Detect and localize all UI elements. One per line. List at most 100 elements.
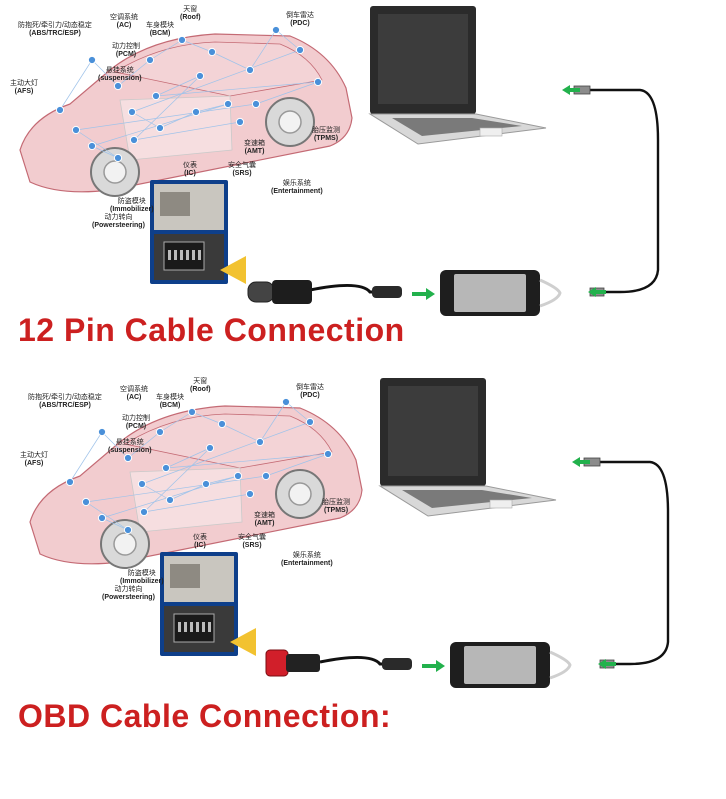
green-arrow-left-icon	[562, 85, 580, 95]
system-label-cn: 防抱死/牵引力/动态稳定	[18, 22, 92, 29]
port-pin	[192, 250, 195, 260]
port-pin	[202, 622, 205, 632]
network-line	[181, 39, 213, 53]
diagnostic-port-photo	[160, 552, 256, 656]
port-pin	[174, 250, 177, 260]
system-label: 安全气囊(SRS)	[228, 162, 256, 178]
network-line	[259, 401, 287, 443]
system-label: 防盗模块(Immobilizer)	[110, 198, 154, 214]
front-wheel-hub	[103, 160, 127, 184]
system-label: 娱乐系统(Entertainment)	[271, 180, 323, 196]
ecu-node	[245, 65, 255, 75]
green-arrow-left-icon	[598, 659, 616, 669]
system-label: 仪表(IC)	[183, 162, 197, 178]
device-hook	[549, 650, 572, 680]
ecu-node	[123, 453, 133, 463]
green-arrow-left-icon	[588, 287, 606, 297]
ecu-node	[87, 141, 97, 151]
network-line	[159, 411, 193, 433]
system-label-cn: 防抱死/牵引力/动态稳定	[28, 394, 102, 401]
system-label-cn: 主动大灯	[20, 452, 48, 459]
cable-plug-device	[382, 658, 412, 670]
ecu-node	[55, 105, 65, 115]
car-illustration	[19, 25, 353, 197]
ecu-node	[217, 419, 227, 429]
ecu-node	[251, 99, 261, 109]
rear-wheel-hub	[278, 110, 302, 134]
system-label-cn: 悬挂系统	[105, 67, 134, 74]
system-label-en: (SRS)	[242, 542, 262, 549]
usb-cable	[598, 460, 670, 666]
port-pin	[180, 250, 183, 260]
system-label-en: (AC)	[126, 394, 142, 401]
ecu-node	[271, 25, 281, 35]
system-label-cn: 动力控制	[122, 415, 150, 422]
network-line	[75, 129, 119, 159]
laptop-screen	[378, 14, 468, 104]
system-label-cn: 胎压监测	[322, 499, 350, 506]
laptop	[378, 378, 557, 517]
ecu-node	[201, 479, 211, 489]
car-illustration	[29, 397, 363, 569]
port-pin	[168, 250, 171, 260]
laptop-touchpad	[489, 499, 513, 509]
port-pin	[198, 250, 201, 260]
ecu-node	[187, 407, 197, 417]
system-label: 防抱死/牵引力/动态稳定(ABS/TRC/ESP)	[28, 394, 102, 410]
system-label: 防抱死/牵引力/动态稳定(ABS/TRC/ESP)	[18, 22, 92, 38]
system-label-cn: 变速箱	[254, 512, 275, 519]
connection-caption: OBD Cable Connection:	[18, 698, 392, 734]
ecu-node	[195, 71, 205, 81]
network-line	[75, 103, 257, 131]
system-label: 变速箱(AMT)	[254, 512, 275, 528]
network-line	[141, 421, 311, 485]
vehicle-cable	[319, 655, 402, 666]
connection-caption: 12 Pin Cable Connection	[18, 312, 405, 348]
ecu-node	[127, 107, 137, 117]
ecu-node	[207, 47, 217, 57]
car-interior	[119, 95, 233, 161]
diagnostic-interface	[440, 270, 562, 316]
network-line	[133, 75, 201, 141]
ecu-node	[81, 497, 91, 507]
system-label: 安全气囊(SRS)	[238, 534, 266, 550]
system-label-en: (PCM)	[115, 51, 137, 58]
system-label: 主动大灯(AFS)	[10, 80, 38, 96]
system-label-cn: 防盗模块	[127, 570, 156, 577]
network-line	[255, 81, 319, 105]
flow-arrows	[422, 457, 616, 672]
system-label: 悬挂系统(suspension)	[98, 67, 142, 83]
network-line	[143, 493, 251, 513]
connection-panel-obd: 防抱死/牵引力/动态稳定(ABS/TRC/ESP)空调系统(AC)车身模块(BC…	[0, 372, 726, 799]
system-label-en: (TPMS)	[323, 507, 349, 514]
system-label-cn: 空调系统	[110, 14, 138, 21]
ecu-node	[113, 81, 123, 91]
port-socket	[163, 241, 205, 271]
cable-plug-device	[372, 286, 402, 298]
diagnostic-interface	[450, 642, 572, 688]
system-label-en: (AMT)	[254, 520, 275, 527]
system-label-cn: 防盗模块	[117, 198, 146, 205]
network-line	[101, 431, 129, 459]
usb-cable	[588, 88, 660, 294]
system-label-cn: 安全气囊	[238, 534, 266, 541]
network-line	[221, 423, 261, 443]
system-label: 动力控制(PCM)	[112, 43, 140, 59]
network-line	[117, 59, 151, 87]
system-label: 倒车雷达(PDC)	[286, 12, 314, 28]
system-label: 娱乐系统(Entertainment)	[281, 552, 333, 568]
ecu-node	[245, 489, 255, 499]
ecu-network	[65, 397, 333, 535]
network-line	[159, 111, 197, 129]
system-label: 空调系统(AC)	[120, 386, 148, 402]
ecu-node	[205, 443, 215, 453]
diagram-art	[29, 378, 670, 688]
ecu-node	[71, 125, 81, 135]
connection-panel-12pin: 防抱死/牵引力/动态稳定(ABS/TRC/ESP)空调系统(AC)车身模块(BC…	[0, 0, 726, 370]
ecu-node	[87, 55, 97, 65]
device-panel	[454, 274, 526, 312]
network-line	[149, 39, 183, 61]
system-label-cn: 胎压监测	[312, 127, 340, 134]
system-label-en: (AMT)	[244, 148, 265, 155]
ecu-node	[233, 471, 243, 481]
